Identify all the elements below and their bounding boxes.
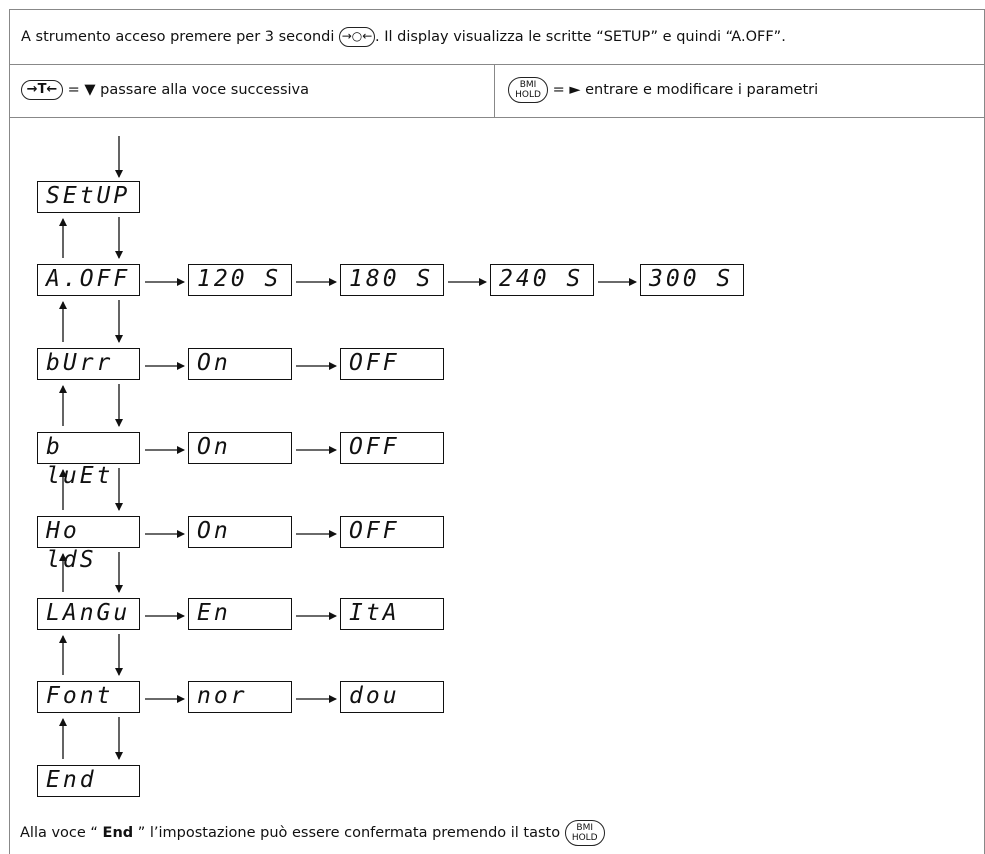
lcd-menu-item: bUrr xyxy=(37,348,140,380)
hold-label: HOLD xyxy=(515,90,541,100)
footer-end-word: End xyxy=(102,825,134,841)
t-key-description: = ▼ passare alla voce successiva xyxy=(63,82,309,98)
bmi-label: BMI xyxy=(576,823,594,833)
bmi-key-description: = ► entrare e modificare i parametri xyxy=(548,82,819,98)
column-divider xyxy=(494,64,495,117)
lcd-option: 240 S xyxy=(490,264,594,296)
lcd-setup: SEtUP xyxy=(37,181,140,213)
footer-text: Alla voce “ End ” l’impostazione può ess… xyxy=(20,820,605,846)
footer-text-after: ” l’impostazione può essere confermata p… xyxy=(133,825,561,841)
lcd-menu-item: b luEt xyxy=(37,432,140,489)
lcd-menu-item: LAnGu xyxy=(37,598,140,630)
lcd-option: En xyxy=(188,598,292,630)
lcd-option: 180 S xyxy=(340,264,444,296)
intro-text-before: A strumento acceso premere per 3 secondi xyxy=(21,29,335,45)
intro-text: A strumento acceso premere per 3 secondi… xyxy=(21,27,786,47)
lcd-option: 120 S xyxy=(188,264,292,296)
lcd-option: On xyxy=(188,348,292,380)
bmi-label: BMI xyxy=(519,80,537,90)
row-divider xyxy=(9,64,985,65)
lcd-option: OFF xyxy=(340,516,444,548)
lcd-option: OFF xyxy=(340,432,444,464)
power-key-icon: →○← xyxy=(338,27,375,47)
t-key-legend: →T← = ▼ passare alla voce successiva xyxy=(21,80,309,100)
row-divider xyxy=(9,117,985,118)
lcd-menu-item: Font xyxy=(37,681,140,713)
lcd-menu-item: A.OFF xyxy=(37,264,140,296)
lcd-option: 300 S xyxy=(640,264,744,296)
lcd-option: OFF xyxy=(340,348,444,380)
footer-text-before: Alla voce “ xyxy=(20,825,103,841)
t-key-icon: →T← xyxy=(21,80,63,100)
lcd-option: On xyxy=(188,432,292,464)
lcd-option: ItA xyxy=(340,598,444,630)
intro-text-after: . Il display visualizza le scritte “SETU… xyxy=(374,29,786,45)
lcd-option: nor xyxy=(188,681,292,713)
lcd-end: End xyxy=(37,765,140,797)
lcd-option: On xyxy=(188,516,292,548)
lcd-menu-item: Ho ldS xyxy=(37,516,140,573)
hold-label: HOLD xyxy=(571,833,598,843)
lcd-option: dou xyxy=(340,681,444,713)
